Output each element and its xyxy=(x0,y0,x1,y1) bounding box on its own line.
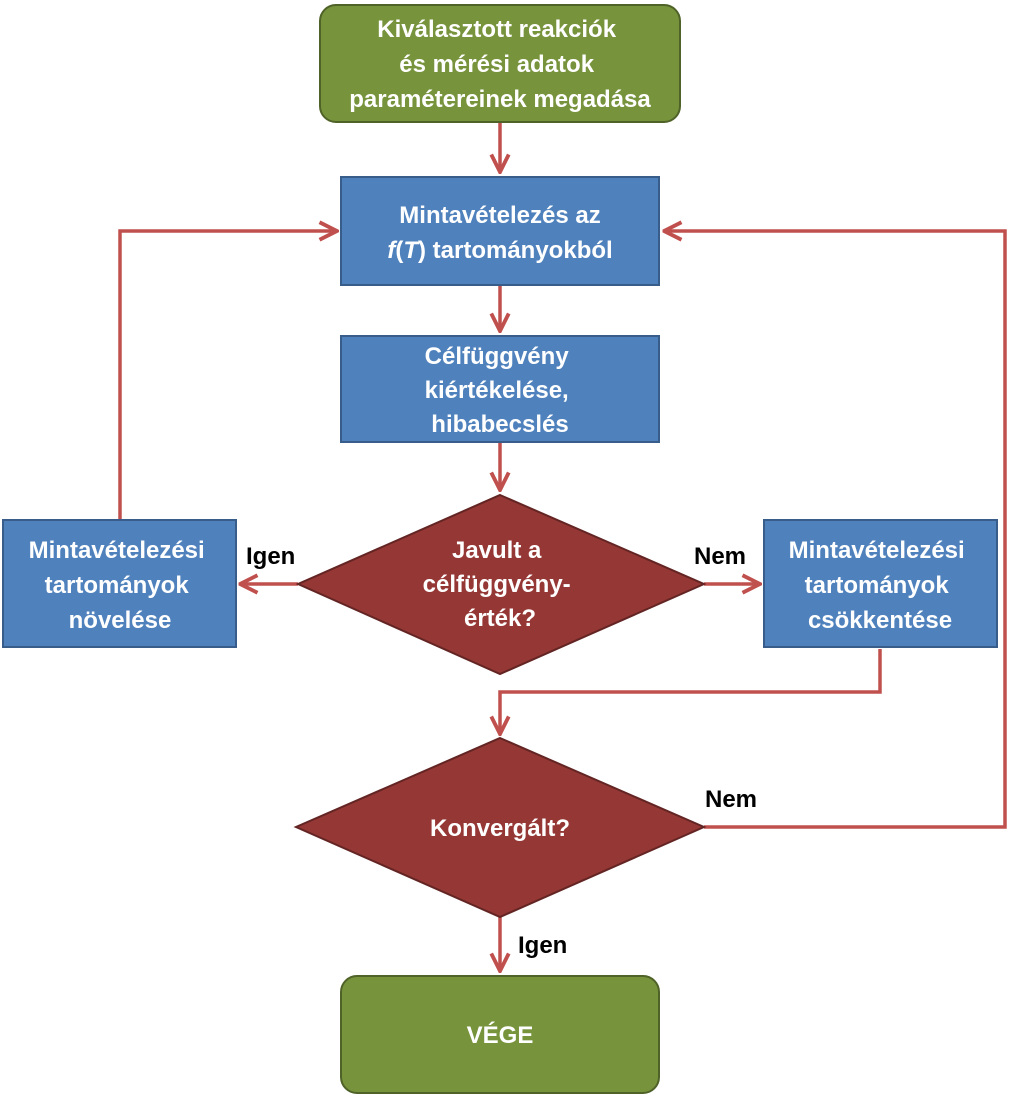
edge-labels: Igen Nem Nem Igen xyxy=(246,543,757,959)
start-box xyxy=(319,4,681,123)
evaluate-line-1: Célfüggvény xyxy=(425,343,570,370)
sampling-box xyxy=(340,176,660,286)
evaluate-node: Célfüggvény kiértékelése, hibabecslés xyxy=(340,335,660,443)
improved-decision: Javult a célfüggvény- érték? xyxy=(295,493,707,676)
sampling-line-2: f(T) tartományokból xyxy=(387,237,612,264)
end-node: VÉGE xyxy=(340,975,660,1094)
svg-text:Mintavételezési tartomán: Mintavételezési tartományok növelése xyxy=(29,537,212,634)
converged-label: Konvergált? xyxy=(430,815,570,842)
increase-line-1: Mintavételezési xyxy=(29,537,205,564)
increase-box xyxy=(2,519,237,648)
svg-text:Mintavételezés az: Mintavételezés az xyxy=(399,202,600,229)
start-line-3: paramétereinek megadása xyxy=(349,86,651,113)
decrease-line-2: tartományok xyxy=(805,572,950,599)
evaluate-line-3: hibabecslés xyxy=(431,411,568,438)
start-line-2: és mérési adatok xyxy=(399,51,594,78)
svg-text:Javult a célfüggvény-: Javult a célfüggvény- érték? xyxy=(423,537,578,632)
label-converged-yes: Igen xyxy=(518,932,567,959)
converged-decision: Konvergált? xyxy=(293,736,707,919)
start-line-1: Kiválasztott reakciók xyxy=(377,16,616,43)
decrease-line-1: Mintavételezési xyxy=(789,537,965,564)
improved-line-2: célfüggvény- xyxy=(423,571,571,598)
edges xyxy=(118,122,1007,971)
svg-text:Mintavételezési tartomán: Mintavételezési tartományok csökkentése xyxy=(789,537,972,634)
label-improved-yes: Igen xyxy=(246,543,295,570)
converged-diamond xyxy=(293,736,707,919)
svg-text:Kiválasztott reakciók és: Kiválasztott reakciók és mérési adatok p… xyxy=(349,16,651,113)
decrease-box xyxy=(763,519,998,648)
sampling-line-1: Mintavételezés az xyxy=(399,202,600,229)
improved-diamond xyxy=(295,493,707,676)
edge-increase-to-sampling xyxy=(118,231,337,520)
start-node: Kiválasztott reakciók és mérési adatok p… xyxy=(319,4,681,123)
increase-node: Mintavételezési tartományok növelése xyxy=(2,519,237,648)
increase-line-2: tartományok xyxy=(45,572,190,599)
edge-converged-to-sampling xyxy=(664,231,1007,829)
increase-line-3: növelése xyxy=(69,607,172,634)
improved-line-1: Javult a xyxy=(452,537,542,564)
decrease-node: Mintavételezési tartományok csökkentése xyxy=(763,519,998,648)
evaluate-box xyxy=(340,335,660,443)
sampling-node: Mintavételezés az f(T) tartományokból xyxy=(340,176,660,286)
end-box xyxy=(340,975,660,1094)
evaluate-line-2: kiértékelése, xyxy=(425,377,569,404)
end-label: VÉGE xyxy=(467,1021,534,1049)
improved-line-3: érték? xyxy=(464,605,536,632)
label-converged-no: Nem xyxy=(705,786,757,813)
edge-decrease-to-converged xyxy=(500,649,882,734)
label-improved-no: Nem xyxy=(694,543,746,570)
decrease-line-3: csökkentése xyxy=(808,607,952,634)
svg-text:Célfüggvény kiértékelése: Célfüggvény kiértékelése, hibabecslés xyxy=(425,343,576,438)
